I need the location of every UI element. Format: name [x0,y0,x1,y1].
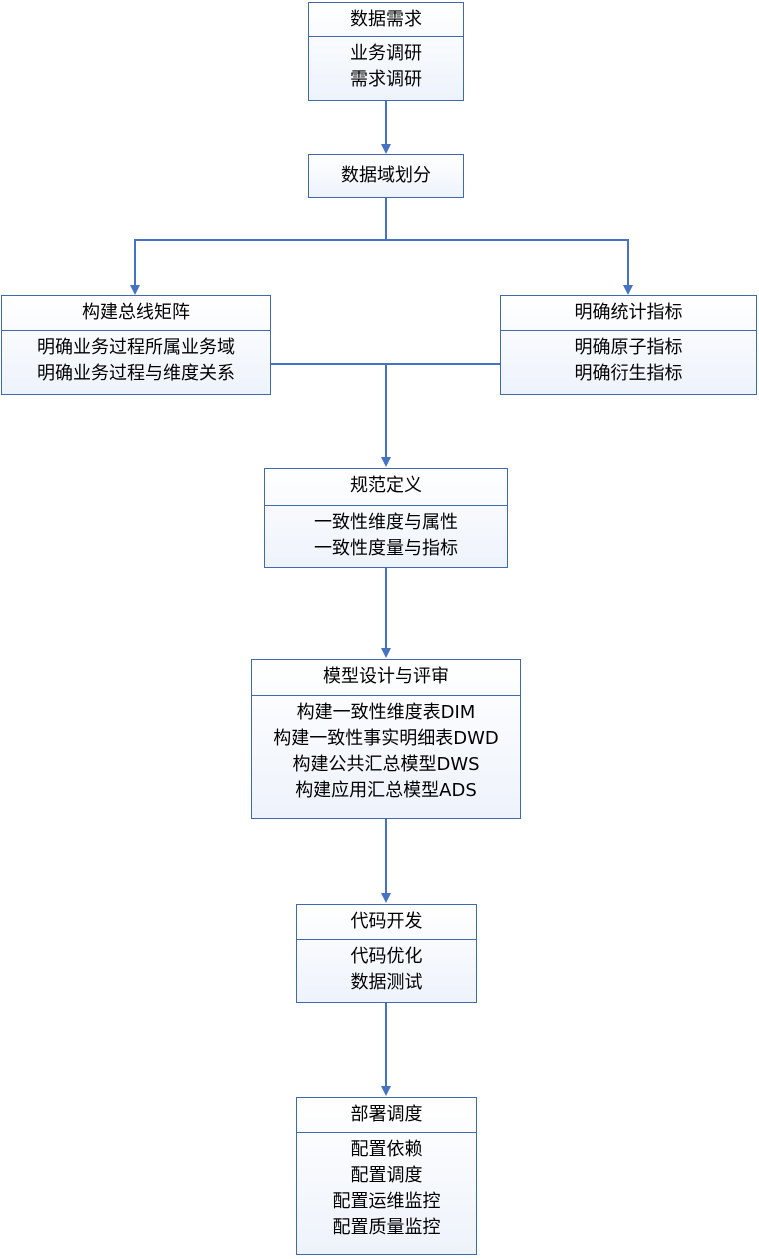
node-item: 需求调研 [350,69,422,90]
node-body: 构建一致性维度表DIM 构建一致性事实明细表DWD 构建公共汇总模型DWS 构建… [252,696,520,804]
node-body: 一致性维度与属性 一致性度量与指标 [265,506,507,562]
node-item: 明确衍生指标 [574,363,683,384]
node-item: 配置调度 [350,1165,423,1186]
node-body: 代码优化 数据测试 [297,940,476,996]
node-item: 明确原子指标 [574,337,683,358]
node-title: 数据域划分 [341,165,431,186]
node-title: 代码开发 [297,905,476,940]
node-title: 构建总线矩阵 [2,296,270,331]
node-code-dev: 代码开发 代码优化 数据测试 [296,904,477,1003]
node-requirements: 数据需求 业务调研 需求调研 [308,2,464,101]
node-item: 构建一致性维度表DIM [296,702,476,723]
node-model-design: 模型设计与评审 构建一致性维度表DIM 构建一致性事实明细表DWD 构建公共汇总… [251,659,521,819]
node-item: 数据测试 [350,972,423,993]
node-item: 明确业务过程与维度关系 [37,363,235,384]
node-standards: 规范定义 一致性维度与属性 一致性度量与指标 [264,468,508,568]
node-item: 配置依赖 [350,1139,423,1160]
node-item: 配置运维监控 [332,1191,441,1212]
node-item: 构建一致性事实明细表DWD [273,728,499,749]
node-bus-matrix: 构建总线矩阵 明确业务过程所属业务域 明确业务过程与维度关系 [1,295,271,395]
node-body: 业务调研 需求调研 [309,37,463,93]
node-item: 构建应用汇总模型ADS [295,780,477,801]
node-item: 代码优化 [350,946,423,967]
node-item: 一致性度量与指标 [314,538,458,559]
node-title: 模型设计与评审 [252,660,520,696]
node-item: 构建公共汇总模型DWS [292,754,480,775]
node-deploy: 部署调度 配置依赖 配置调度 配置运维监控 配置质量监控 [296,1097,477,1255]
branch-line-right [386,239,629,293]
node-title: 明确统计指标 [501,296,756,331]
node-title: 规范定义 [265,469,507,506]
node-item: 配置质量监控 [332,1217,441,1238]
node-body: 配置依赖 配置调度 配置运维监控 配置质量监控 [297,1133,476,1241]
node-domain-split: 数据域划分 [308,154,464,198]
branch-line [134,198,387,293]
node-metrics: 明确统计指标 明确原子指标 明确衍生指标 [500,295,757,395]
node-title: 部署调度 [297,1098,476,1133]
node-item: 明确业务过程所属业务域 [37,337,235,358]
node-body: 明确业务过程所属业务域 明确业务过程与维度关系 [2,331,270,387]
node-title: 数据需求 [309,3,463,37]
node-item: 一致性维度与属性 [314,512,458,533]
node-body: 明确原子指标 明确衍生指标 [501,331,756,387]
node-item: 业务调研 [350,43,422,64]
